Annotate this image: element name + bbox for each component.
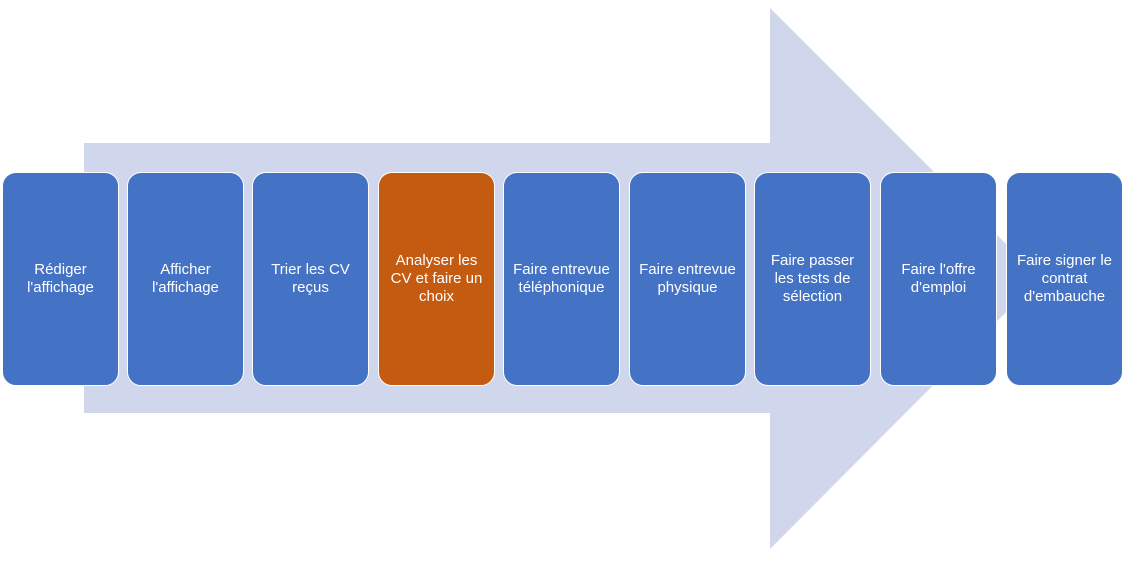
step-7-tests-selection: Faire passer les tests de sélection xyxy=(754,172,871,386)
step-9-contrat-embauche: Faire signer le contrat d'embauche xyxy=(1006,172,1123,386)
step-1-rediger-affichage: Rédiger l'affichage xyxy=(2,172,119,386)
step-6-entrevue-physique: Faire entrevue physique xyxy=(629,172,746,386)
step-label: Faire entrevue téléphonique xyxy=(513,261,610,296)
step-3-trier-cv: Trier les CV reçus xyxy=(252,172,369,386)
step-2-afficher-affichage: Afficher l'affichage xyxy=(127,172,244,386)
step-label: Faire l'offre d'emploi xyxy=(901,261,976,296)
step-5-entrevue-telephonique: Faire entrevue téléphonique xyxy=(503,172,620,386)
step-4-analyser-cv: Analyser les CV et faire un choix xyxy=(378,172,495,386)
step-label: Faire passer les tests de sélection xyxy=(770,252,855,305)
step-8-offre-emploi: Faire l'offre d'emploi xyxy=(880,172,997,386)
step-label: Rédiger l'affichage xyxy=(27,261,94,296)
step-label: Analyser les CV et faire un choix xyxy=(390,252,483,305)
step-label: Trier les CV reçus xyxy=(271,261,350,296)
step-label: Faire entrevue physique xyxy=(639,261,736,296)
step-label: Faire signer le contrat d'embauche xyxy=(1016,252,1113,305)
step-label: Afficher l'affichage xyxy=(152,261,219,296)
